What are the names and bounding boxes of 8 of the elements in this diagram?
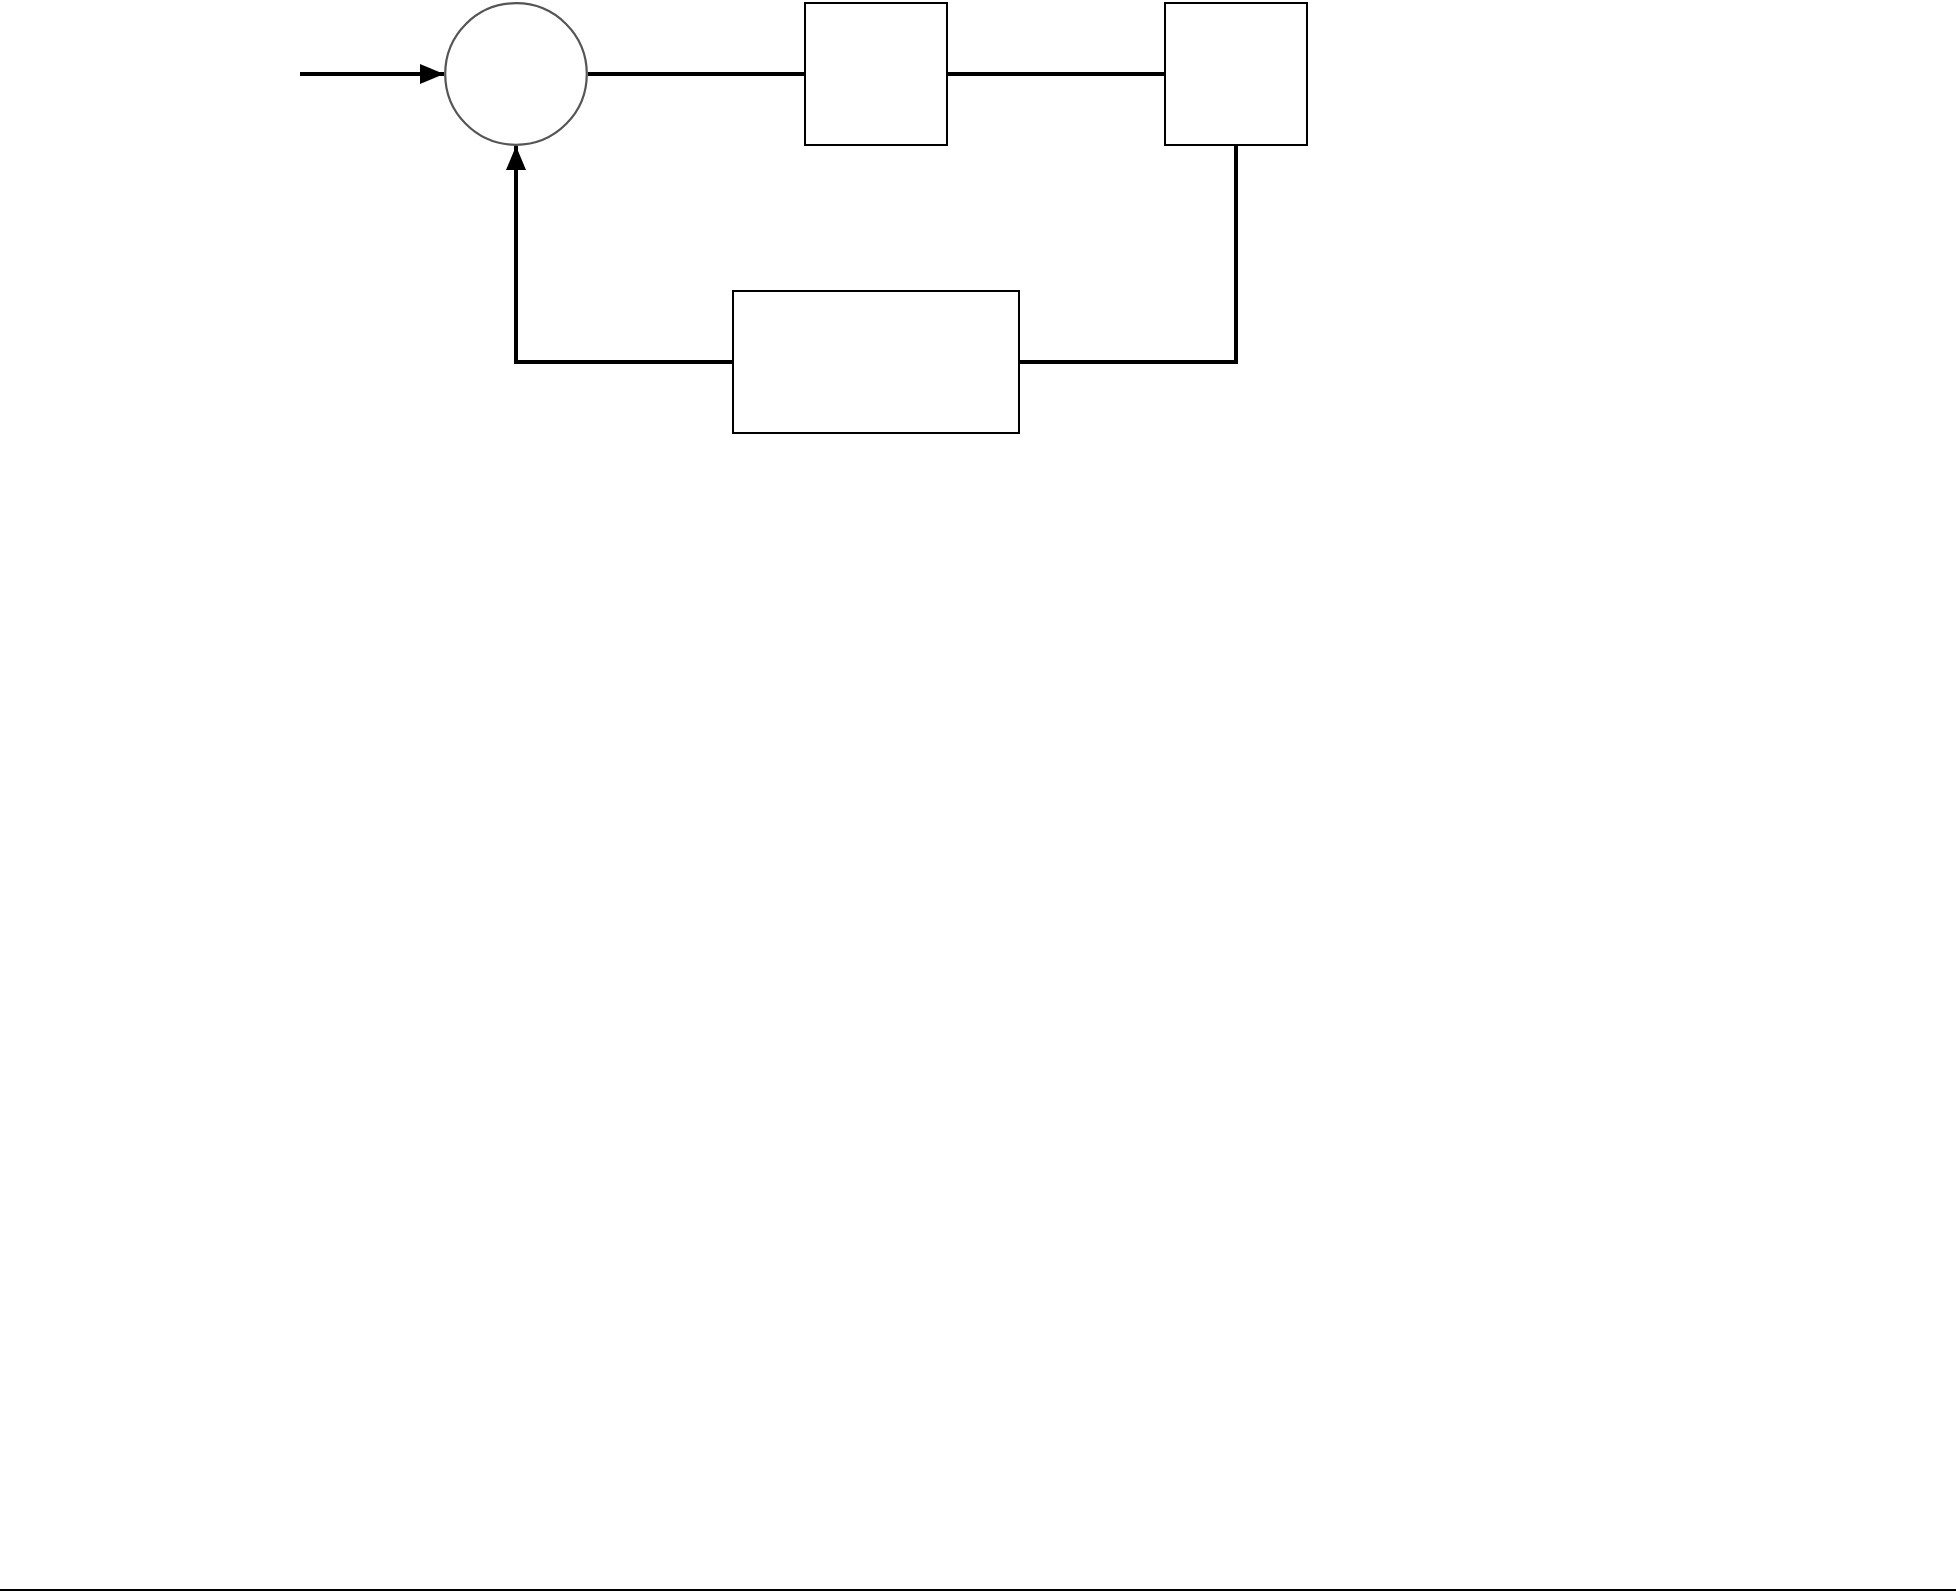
arrow [506, 146, 732, 364]
block-box [1164, 2, 1308, 146]
block-box [732, 290, 1020, 434]
connector-line [588, 72, 804, 76]
connector-line [948, 72, 1164, 76]
arrow [300, 64, 444, 84]
block-box [804, 2, 948, 146]
connector-line [1020, 146, 1238, 364]
